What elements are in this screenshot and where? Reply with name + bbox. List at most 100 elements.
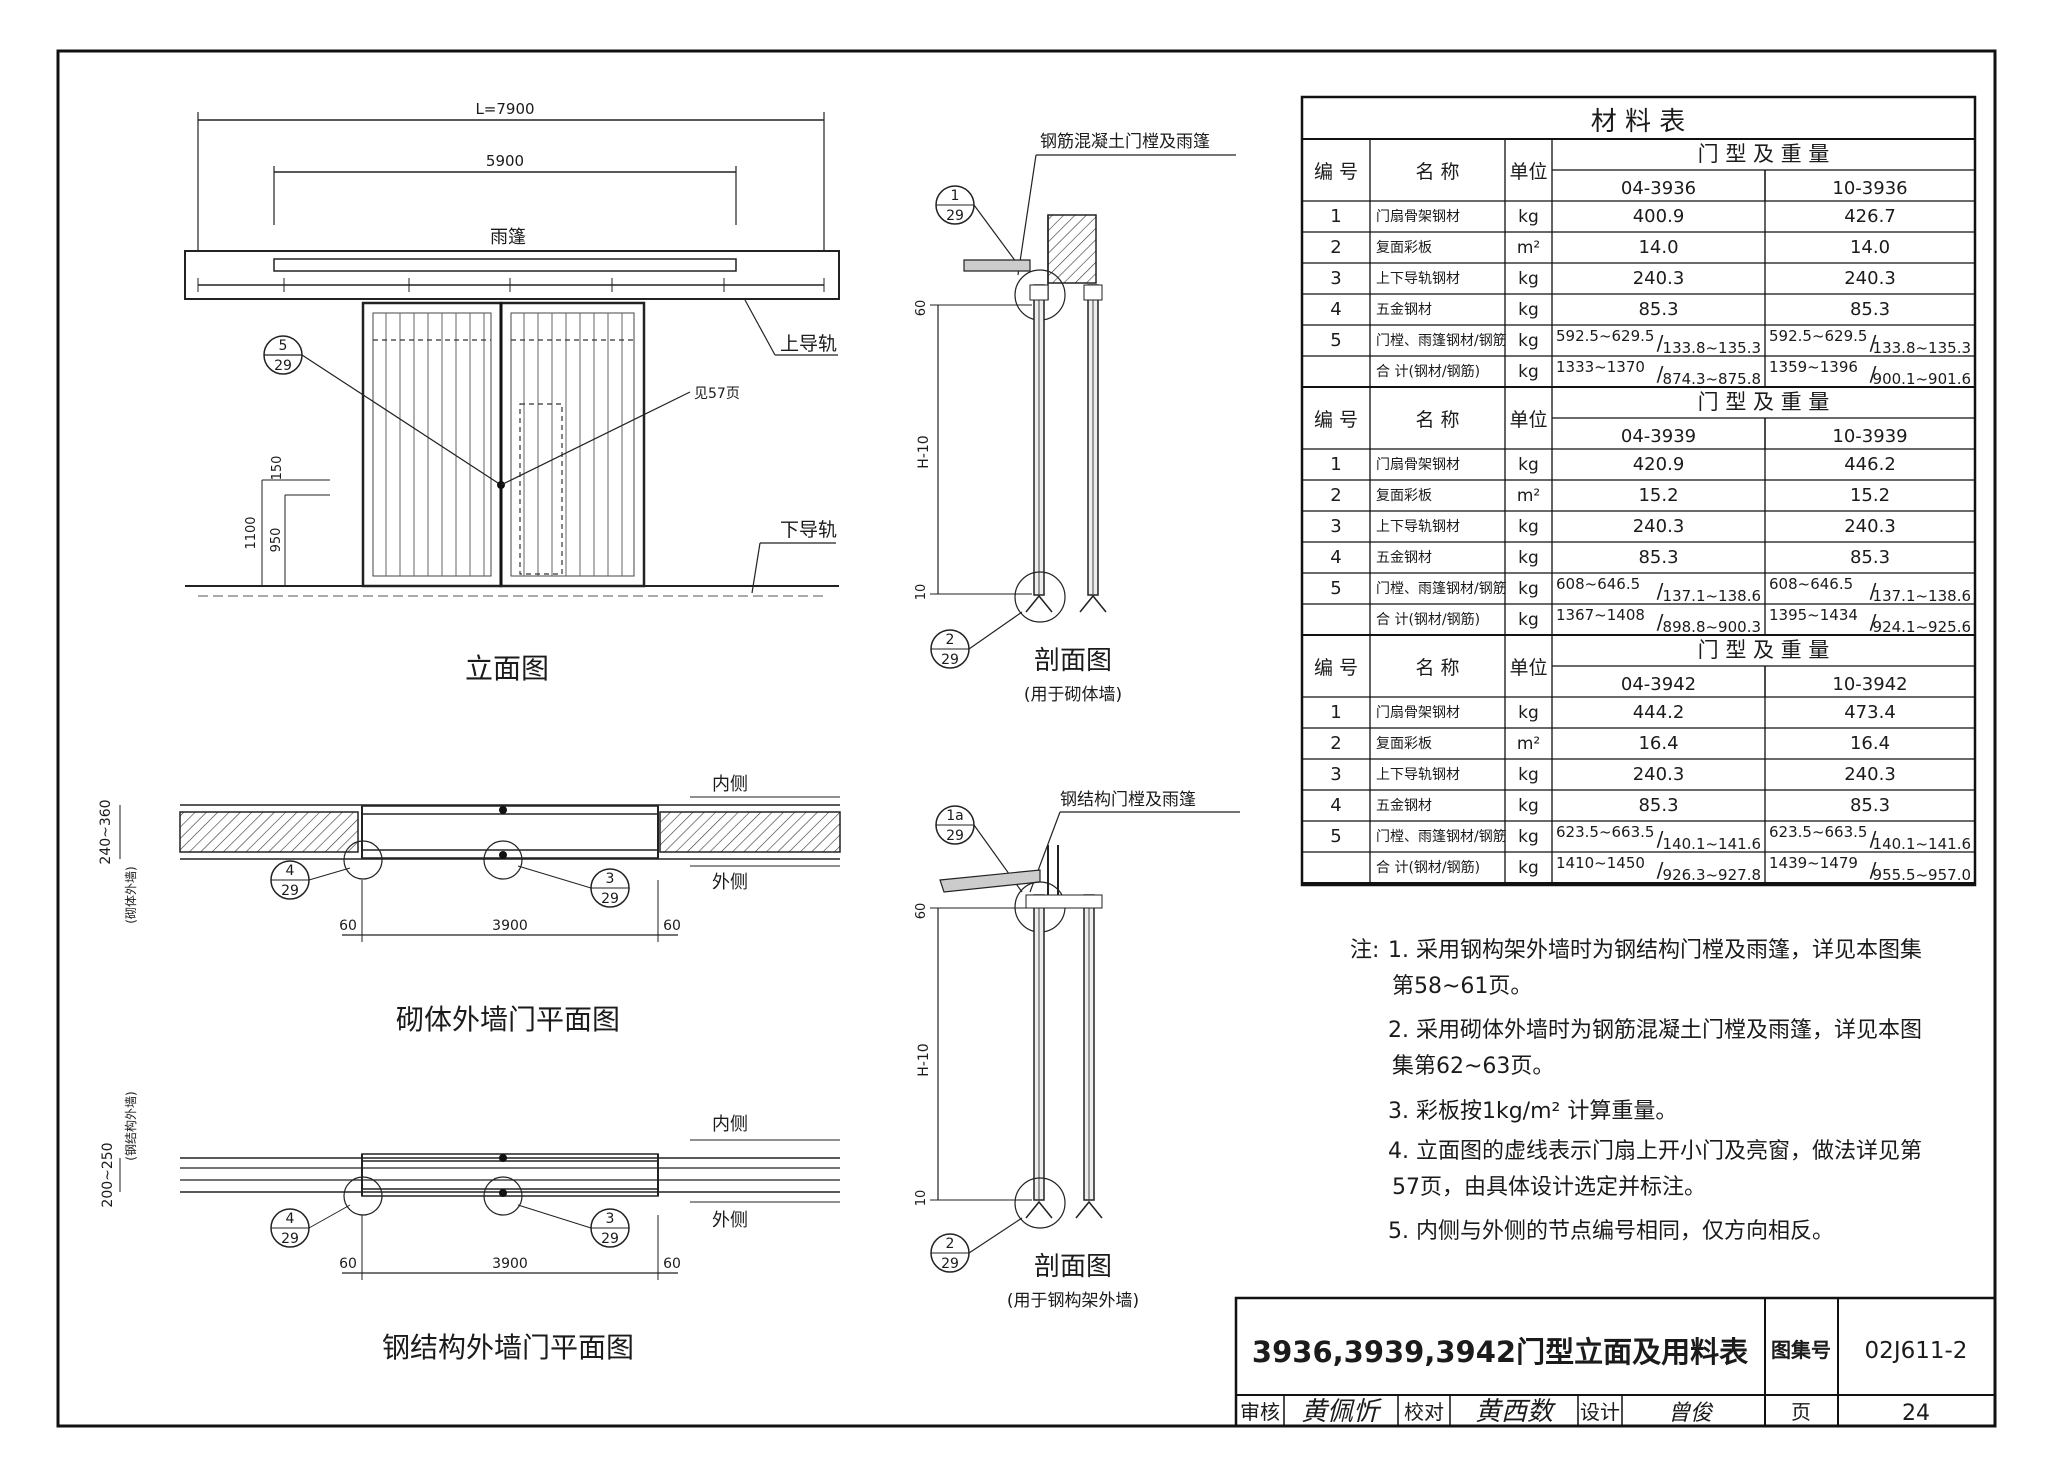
row-b-steel: 608~646.5 (1769, 575, 1853, 593)
header-name: 名 称 (1415, 161, 1459, 183)
elevation-title: 立面图 (465, 652, 549, 685)
svg-text:3: 3 (606, 1211, 615, 1227)
callout-5-29: 5 29 (263, 335, 505, 489)
row-no: 1 (1330, 206, 1341, 227)
check-signature: 黄西数 (1475, 1397, 1556, 1427)
row-a-steel: 1367~1408 (1556, 606, 1645, 624)
svg-text:29: 29 (601, 1231, 619, 1247)
row-a-value: 15.2 (1638, 485, 1678, 506)
review-signature: 黄佩忻 (1301, 1397, 1383, 1427)
svg-text:60: 60 (339, 1256, 357, 1272)
callout-2-29-masonry: 2 29 (930, 611, 1023, 669)
svg-text:60: 60 (663, 1256, 681, 1272)
row-no: 1 (1330, 702, 1341, 723)
svg-text:29: 29 (946, 828, 964, 844)
row-no: 5 (1330, 826, 1341, 847)
row-b-slash: / (1870, 610, 1877, 634)
svg-text:200~250: 200~250 (100, 1142, 116, 1207)
design-label: 设计 (1580, 1400, 1620, 1424)
row-b-value: 426.7 (1844, 206, 1896, 227)
row-b-value: 15.2 (1850, 485, 1890, 506)
plan-steel-title: 钢结构外墙门平面图 (382, 1331, 634, 1364)
section-masonry-title: 剖面图 (1034, 646, 1112, 676)
row-a-value: 85.3 (1638, 795, 1678, 816)
svg-text:4: 4 (286, 1211, 295, 1227)
dim-150: 150 (270, 456, 285, 481)
check-label: 校对 (1404, 1400, 1444, 1424)
canopy (184, 250, 840, 300)
row-name: 复面彩板 (1376, 487, 1432, 504)
row-name: 合 计(钢材/钢筋) (1376, 363, 1480, 380)
row-a-value: 85.3 (1638, 547, 1678, 568)
drawing-title: 3936,3939,3942门型立面及用料表 (1252, 1335, 1748, 1369)
svg-text:2: 2 (946, 632, 955, 648)
plan-steel-outer-label: 外侧 (712, 1210, 748, 1231)
row-name: 上下导轨钢材 (1376, 519, 1460, 535)
svg-text:29: 29 (274, 358, 292, 374)
row-name: 门樘、雨篷钢材/钢筋 (1376, 828, 1507, 845)
svg-text:240~360: 240~360 (98, 799, 114, 864)
atlas-label: 图集号 (1771, 1338, 1831, 1362)
row-a-value: 420.9 (1633, 454, 1685, 475)
note-line-1: 1. 采用钢构架外墙时为钢结构门樘及雨篷，详见本图集 (1388, 938, 1922, 963)
row-name: 复面彩板 (1376, 735, 1432, 752)
section-masonry-subtitle: (用于砌体墙) (1024, 685, 1122, 705)
row-unit: kg (1518, 455, 1539, 475)
row-a-value: 85.3 (1638, 299, 1678, 320)
section-masonry-view: 钢筋混凝土门樘及雨篷 1 29 60 H-10 10 (914, 132, 1236, 705)
row-b-slash: / (1870, 858, 1877, 882)
row-b-rebar: 900.1~901.6 (1873, 370, 1971, 388)
svg-text:(砌体外墙): (砌体外墙) (124, 866, 138, 923)
dim-1100: 1100 (244, 516, 259, 549)
sheet-border (56, 49, 1997, 1428)
upper-rail-label: 上导轨 (780, 333, 837, 355)
elevation-view: L=7900 5900 雨篷 (184, 100, 840, 685)
plan-steel-view: 内侧 外侧 200~250 (钢结构外墙) 60 3900 60 4 29 (100, 1091, 840, 1364)
row-b-slash: / (1870, 827, 1877, 851)
row-b-value: 473.4 (1844, 702, 1896, 723)
row-unit: kg (1518, 703, 1539, 723)
row-unit: kg (1518, 765, 1539, 785)
header-unit: 单位 (1509, 161, 1547, 183)
row-unit: kg (1518, 362, 1539, 382)
row-b-steel: 623.5~663.5 (1769, 823, 1867, 841)
see-page-note: 见57页 (694, 386, 740, 402)
type-a: 04-3942 (1621, 674, 1696, 695)
note-line-3: 2. 采用砌体外墙时为钢筋混凝土门樘及雨篷，详见本图 (1388, 1018, 1922, 1043)
dim-950: 950 (269, 528, 284, 553)
row-no: 4 (1330, 299, 1341, 320)
svg-text:29: 29 (941, 1256, 959, 1272)
header-group: 门 型 及 重 量 (1698, 142, 1830, 166)
row-no: 2 (1330, 733, 1341, 754)
row-name: 合 计(钢材/钢筋) (1376, 611, 1480, 628)
svg-text:3: 3 (606, 871, 615, 887)
row-a-slash: / (1657, 827, 1664, 851)
row-b-rebar: 955.5~957.0 (1873, 866, 1971, 884)
row-no: 5 (1330, 330, 1341, 351)
svg-text:H-10: H-10 (916, 1043, 932, 1076)
header-no: 编 号 (1314, 161, 1358, 183)
row-no: 5 (1330, 578, 1341, 599)
callout-4-29: 4 29 (270, 860, 351, 900)
callout-3-29-steel: 3 29 (517, 1204, 630, 1248)
row-a-slash: / (1657, 579, 1664, 603)
lower-rail-label: 下导轨 (780, 519, 837, 541)
header-name: 名 称 (1415, 409, 1459, 431)
row-a-slash: / (1657, 362, 1664, 386)
row-unit: kg (1518, 300, 1539, 320)
row-a-rebar: 926.3~927.8 (1663, 866, 1761, 884)
row-a-value: 400.9 (1633, 206, 1685, 227)
row-a-rebar: 898.8~900.3 (1663, 618, 1761, 636)
svg-text:H-10: H-10 (916, 435, 932, 468)
row-a-value: 16.4 (1638, 733, 1678, 754)
plan-masonry-outer-label: 外侧 (712, 872, 748, 893)
row-b-steel: 1359~1396 (1769, 358, 1858, 376)
row-b-slash: / (1870, 331, 1877, 355)
row-name: 门扇骨架钢材 (1376, 457, 1460, 473)
row-b-value: 85.3 (1850, 299, 1890, 320)
row-b-rebar: 133.8~135.3 (1873, 339, 1971, 357)
door-leaf-right (499, 301, 646, 588)
note-line-5: 3. 彩板按1kg/m² 计算重量。 (1388, 1099, 1677, 1124)
